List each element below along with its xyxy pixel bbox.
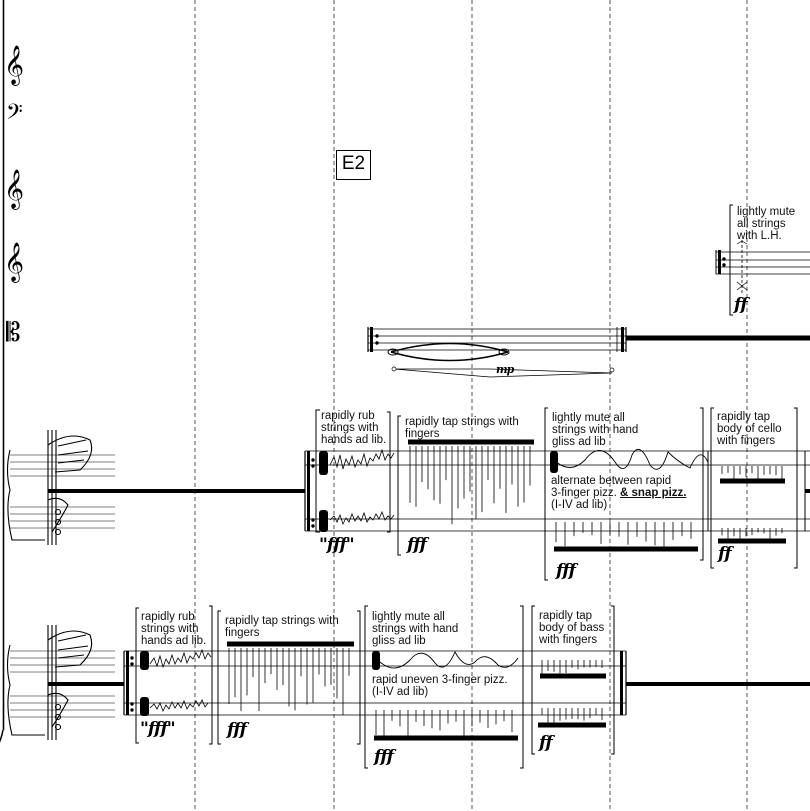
cello-rub-dynamic: "fff" — [319, 535, 355, 555]
treble-clef-icon: 𝄞 — [4, 169, 25, 209]
cello-tap-instruction: rapidly tap strings with fingers — [405, 416, 519, 440]
time-grid — [194, 0, 748, 811]
cello-pizz-instruction: alternate between rapid 3-finger pizz. &… — [551, 475, 687, 511]
bass-tap-strokes — [228, 648, 603, 736]
rehearsal-mark: E2 — [336, 150, 371, 180]
alto-clef-icon: 𝄡 — [6, 318, 21, 348]
cello-hand-icon — [6, 430, 115, 545]
mid-dynamic: mp — [496, 363, 514, 376]
bass-hand-icon — [6, 625, 115, 740]
cello-tap-dynamic: fff — [407, 535, 427, 555]
upper-mute-instruction: lightly mute all strings with L.H. — [737, 206, 796, 242]
cello-body-dynamic: ff — [718, 544, 732, 564]
cello-staff — [48, 407, 810, 581]
cello-body-instruction: rapidly tap body of cello with fingers — [717, 411, 782, 447]
bass-pizz-instruction: rapid uneven 3-finger pizz. (I-IV ad lib… — [372, 674, 508, 698]
bass-mute-instruction: lightly mute all strings with hand gliss… — [372, 611, 459, 647]
cello-mute-instruction: lightly mute all strings with hand gliss… — [552, 412, 639, 448]
bass-rub-instruction: rapidly rub strings with hands ad lib. — [141, 611, 207, 647]
mid-staff — [367, 327, 810, 378]
upper-mute-dynamic: ff — [734, 295, 748, 315]
bass-rub-dynamic: "fff" — [140, 719, 176, 739]
treble-clef-icon: 𝄞 — [4, 45, 25, 85]
bass-body-dynamic: ff — [539, 733, 553, 753]
treble-clef-icon: 𝄞 — [4, 242, 25, 282]
cello-mute-dynamic: fff — [556, 561, 576, 581]
cello-rub-instruction: rapidly rub strings with hands ad lib. — [321, 410, 387, 446]
cello-tap-strokes — [409, 446, 783, 548]
bass-tap-instruction: rapidly tap strings with fingers — [225, 615, 339, 639]
bass-mute-dynamic: fff — [374, 747, 394, 767]
bass-body-instruction: rapidly tap body of bass with fingers — [539, 610, 605, 646]
bass-tap-dynamic: fff — [227, 720, 247, 740]
bass-clef-icon: 𝄢 — [6, 100, 23, 130]
upper-mute-staff — [715, 204, 810, 316]
